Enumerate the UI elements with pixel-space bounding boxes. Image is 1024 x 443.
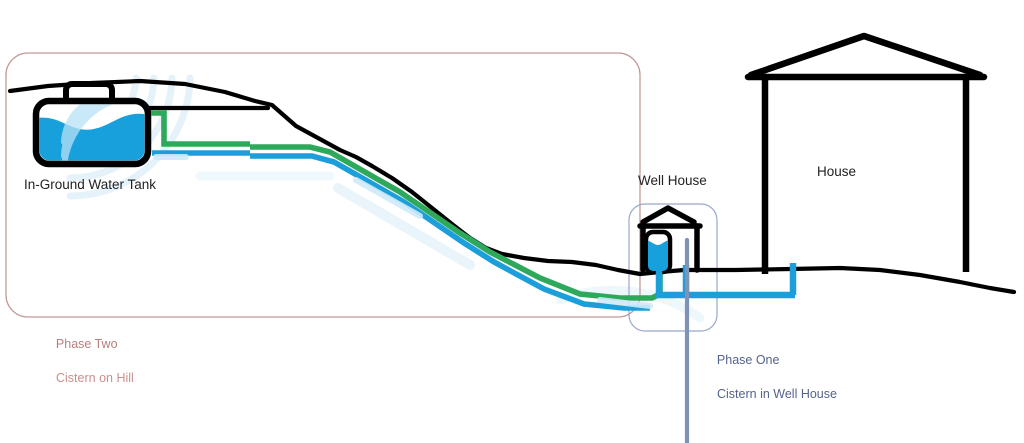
pipe-watermark-overlay	[153, 154, 653, 309]
label-phase-two: Phase Two Cistern on Hill	[42, 319, 134, 420]
label-phase-one-subtitle: Cistern in Well House	[717, 386, 837, 401]
label-well-house: Well House	[638, 173, 707, 188]
phase-two-region-box	[5, 52, 641, 318]
blue-water-pipe-downhill	[152, 150, 650, 311]
water-tank-icon	[32, 81, 152, 168]
phase-one-region-box	[628, 203, 718, 332]
well-house-icon	[637, 205, 703, 275]
green-supply-pipe	[151, 110, 663, 301]
label-phase-two-subtitle: Cistern on Hill	[56, 370, 134, 385]
label-in-ground-water-tank: In-Ground Water Tank	[24, 177, 157, 192]
house-icon	[744, 32, 988, 274]
label-phase-one: Phase One Cistern in Well House	[703, 335, 837, 436]
label-house: House	[817, 164, 857, 179]
label-phase-two-title: Phase Two	[55, 336, 118, 351]
label-phase-one-title: Phase One	[716, 352, 780, 367]
